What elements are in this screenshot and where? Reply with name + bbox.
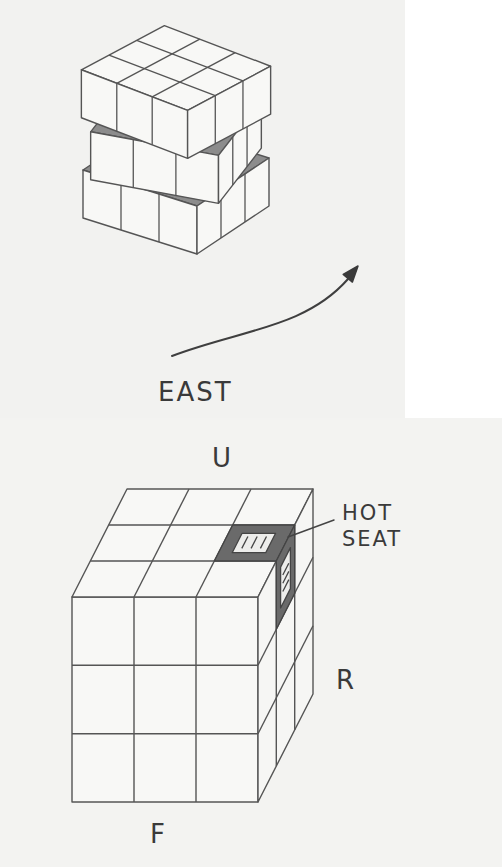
cube-grid-line <box>133 140 134 188</box>
cube-grid-line <box>244 174 245 222</box>
cube-face <box>81 70 187 159</box>
solved-cube <box>72 489 313 802</box>
cube-grid-line <box>137 40 243 81</box>
cube-grid-line <box>232 137 233 185</box>
cube-grid-line <box>116 83 117 131</box>
cube-grid-line <box>117 39 200 83</box>
cube-face <box>188 66 271 158</box>
cube-grid-line <box>242 81 243 129</box>
turn-arrow <box>172 266 358 356</box>
callout-label: HOT SEAT <box>342 500 438 553</box>
cube-layer <box>81 26 270 159</box>
cube-grid-line <box>152 53 235 97</box>
face-label: U <box>212 442 256 475</box>
leader-line <box>288 520 334 537</box>
direction-label: EAST <box>158 376 288 409</box>
paper-sheet <box>0 418 502 867</box>
cube-grid-line <box>120 182 121 230</box>
paper-sheet <box>0 0 405 418</box>
turned-cube <box>81 26 270 254</box>
face-label: R <box>336 664 380 697</box>
hot-seat-piece <box>214 525 294 629</box>
cube-grid-line <box>158 194 159 242</box>
face-label: F <box>150 818 194 851</box>
cube-grid-line <box>152 97 153 145</box>
cube-grid-line <box>215 96 216 144</box>
